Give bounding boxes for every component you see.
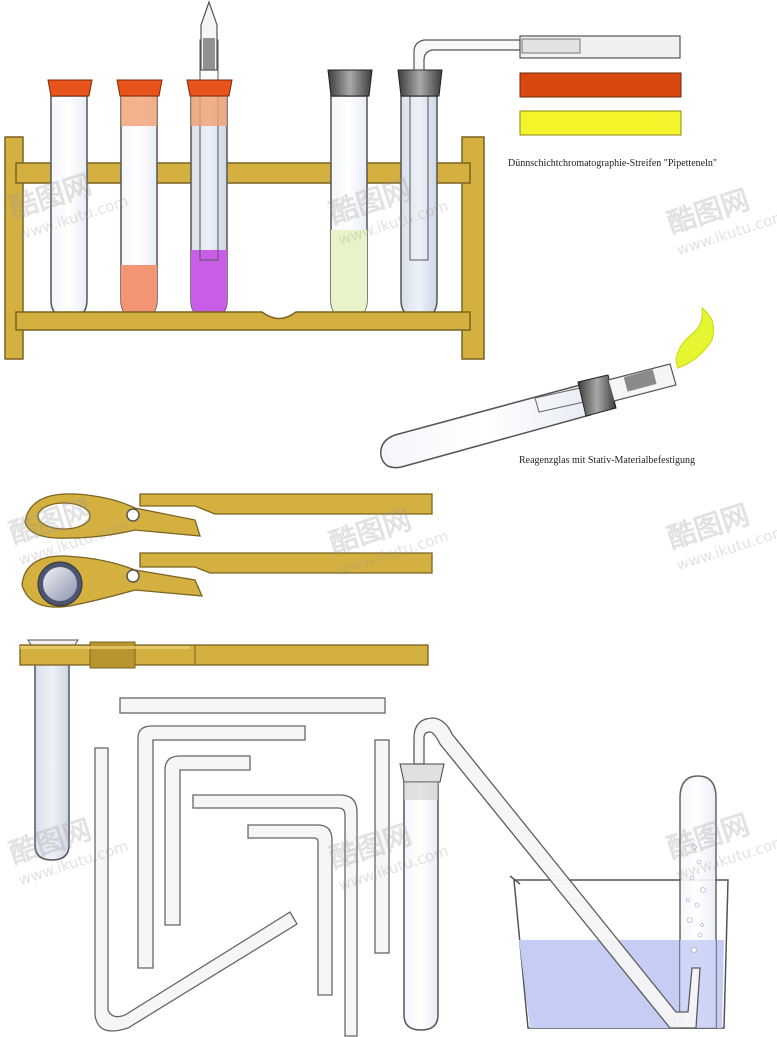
strip-yellow: [519, 110, 682, 136]
gas-collection-setup: [399, 717, 729, 1031]
test-tube-empty: [47, 79, 93, 319]
glass-tube-straight-long: [119, 697, 386, 714]
glass-tube-bent-4: [247, 824, 333, 996]
gas-bubbles: [686, 844, 706, 953]
test-tube-salmon-liquid: [116, 79, 163, 319]
caption-strips: Dünnschichtchromatographie-Streifen "Pip…: [508, 158, 717, 169]
test-tube-green-liquid: [327, 69, 373, 319]
test-tube-purple-liquid: [186, 0, 233, 319]
wooden-tongs-open: [24, 493, 433, 539]
heated-test-tube: [380, 306, 715, 469]
wooden-tongs-holding: [21, 552, 433, 608]
glass-tube-v-shape: [94, 747, 298, 1032]
caption-heated-tube: Reagenzglas mit Stativ-Materialbefestigu…: [519, 455, 696, 466]
glass-tube-vertical: [374, 739, 390, 954]
glass-tube-bent-1: [137, 725, 306, 969]
glass-tube-bent-2: [164, 755, 251, 926]
glass-tube-set: [94, 697, 390, 1037]
strip-orange: [519, 72, 682, 98]
flame-icon: [675, 306, 715, 369]
glass-tube-bent-3: [192, 794, 358, 1037]
test-tube-clamp: [19, 639, 429, 861]
rack-lower-bar: [15, 311, 471, 331]
